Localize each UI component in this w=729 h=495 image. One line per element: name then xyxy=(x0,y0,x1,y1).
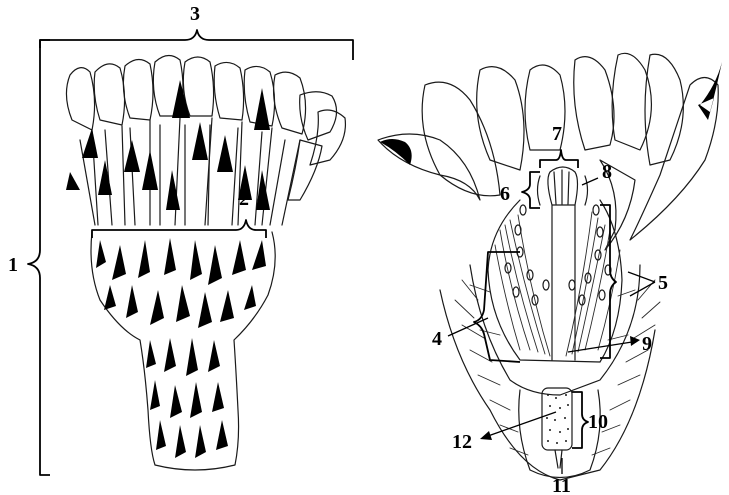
label-2: 2 xyxy=(239,188,249,210)
seed-chamber xyxy=(542,388,572,450)
involucre-bracts xyxy=(96,238,266,458)
leader-5a xyxy=(630,282,655,296)
seed-dots xyxy=(546,394,569,444)
label-9: 9 xyxy=(642,333,652,355)
bracket-3 xyxy=(40,30,353,60)
receptacle-section xyxy=(440,200,655,480)
section-bracts xyxy=(455,280,660,455)
left-panel-flower-head: 1 2 3 xyxy=(8,3,353,475)
leader-4b xyxy=(448,318,488,336)
label-5: 5 xyxy=(658,272,668,294)
bracket-4 xyxy=(474,252,520,362)
right-panel-section: 4 5 6 7 8 9 10 11 12 xyxy=(378,53,722,495)
bracket-1 xyxy=(28,40,50,475)
leader-5b xyxy=(628,272,655,282)
label-7: 7 xyxy=(552,123,562,145)
label-6: 6 xyxy=(500,183,510,205)
style-stigma xyxy=(538,167,588,360)
label-12: 12 xyxy=(452,431,472,453)
bracket-10 xyxy=(572,392,588,448)
bracket-7 xyxy=(540,150,578,168)
label-11: 11 xyxy=(552,475,571,495)
dark-tip-left xyxy=(380,139,412,165)
ovule-dots xyxy=(505,205,611,305)
florets-group xyxy=(66,55,345,225)
outer-petals xyxy=(378,53,718,250)
label-3: 3 xyxy=(190,3,200,25)
leader-8 xyxy=(582,178,598,185)
bracket-2 xyxy=(92,220,266,238)
floret-ribs xyxy=(495,212,620,356)
arrow-12 xyxy=(480,431,492,440)
label-1: 1 xyxy=(8,254,18,276)
label-4: 4 xyxy=(432,328,442,350)
label-8: 8 xyxy=(602,161,612,183)
label-10: 10 xyxy=(588,411,608,433)
